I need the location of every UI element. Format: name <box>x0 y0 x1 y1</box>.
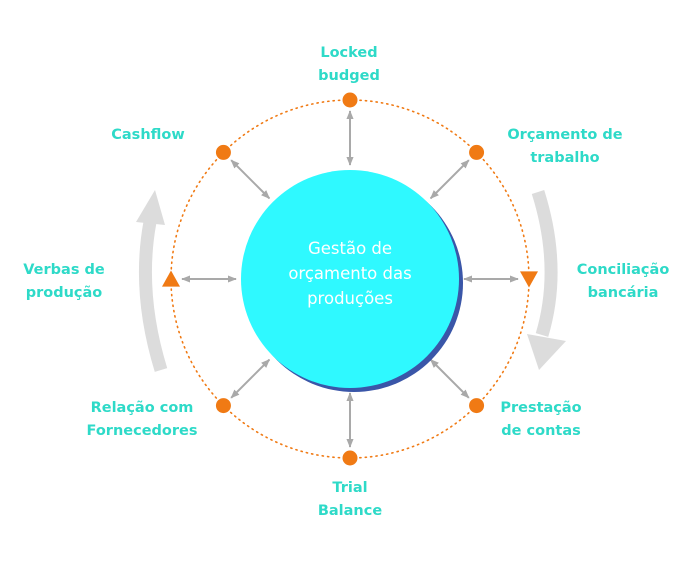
label-line: Verbas de <box>23 262 105 278</box>
node-markers <box>162 92 538 466</box>
node-marker-locked-budged <box>342 92 358 108</box>
center-label-line: produções <box>307 289 393 308</box>
connector-relacao-com-fornecedores <box>230 358 271 399</box>
label-line: produção <box>25 285 103 301</box>
connector-prestacao-de-contas <box>429 358 470 399</box>
cycle-arrow-right <box>527 190 566 370</box>
label-verbas-de-producao: Verbas de produção <box>23 259 104 305</box>
node-marker-prestacao-de-contas <box>469 398 485 414</box>
label-line: Conciliação <box>576 262 670 278</box>
node-marker-conciliacao-bancaria <box>520 271 538 288</box>
center-label-line: Gestão de <box>307 239 393 258</box>
label-orcamento-de-trabalho: Orçamento de trabalho <box>507 124 622 170</box>
node-marker-verbas-de-producao <box>162 270 180 287</box>
node-marker-relacao-com-fornecedores <box>215 398 231 414</box>
center-label-line: orçamento das <box>288 264 412 283</box>
label-line: budged <box>318 68 380 84</box>
connector-cashflow <box>230 159 271 200</box>
label-line: Cashflow <box>111 127 185 143</box>
label-line: Prestação <box>500 400 582 416</box>
label-line: Locked <box>320 45 378 61</box>
label-conciliacao-bancaria: Conciliação bancária <box>577 259 670 305</box>
label-line: Fornecedores <box>86 423 198 439</box>
label-line: Orçamento de <box>507 127 623 143</box>
label-line: Balance <box>317 503 383 519</box>
connector-orcamento-de-trabalho <box>429 159 470 200</box>
label-line: Relação com <box>90 400 194 416</box>
center-circle <box>241 170 459 388</box>
label-line: Trial <box>332 480 368 496</box>
cycle-arrow-left <box>136 190 168 372</box>
label-cashflow: Cashflow <box>111 124 184 147</box>
node-marker-cashflow <box>215 144 231 160</box>
label-trial-balance: Trial Balance <box>318 477 382 523</box>
node-marker-orcamento-de-trabalho <box>469 144 485 160</box>
center-label: Gestão de orçamento das produções <box>288 236 411 311</box>
node-marker-trial-balance <box>342 450 358 466</box>
label-line: trabalho <box>530 150 600 166</box>
label-locked-budged: Locked budged <box>318 42 380 88</box>
label-relacao-com-fornecedores: Relação com Fornecedores <box>87 397 198 443</box>
connector-arrows <box>181 110 519 448</box>
label-line: de contas <box>501 423 581 439</box>
label-prestacao-de-contas: Prestação de contas <box>500 397 581 443</box>
label-line: bancária <box>587 285 659 301</box>
